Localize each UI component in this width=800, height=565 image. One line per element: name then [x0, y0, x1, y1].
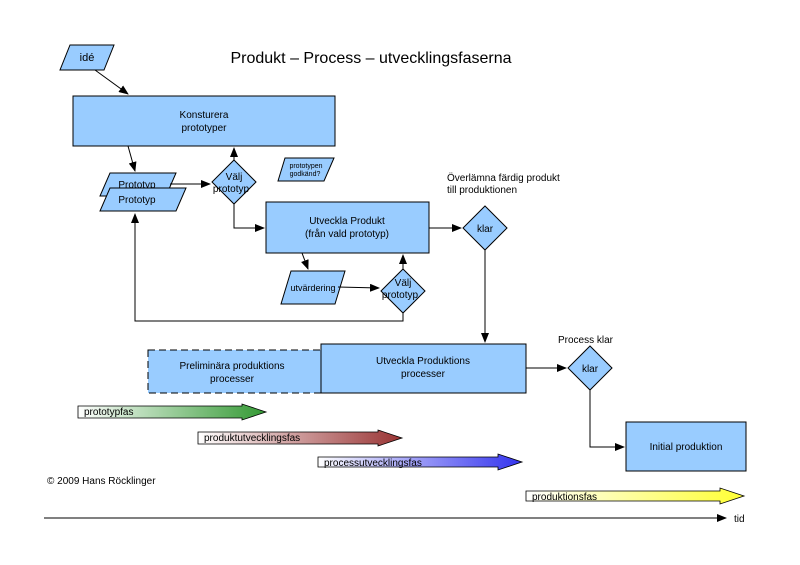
- overlamna-label-1: Överlämna färdig produkt: [447, 172, 560, 184]
- valj-2-label-b: prototyp: [382, 290, 419, 301]
- valj-prototyp-decision-1: Välj prototyp: [211, 159, 257, 205]
- klar-decision-2: klar: [567, 345, 613, 391]
- arrow-valj-to-utveckla: [233, 204, 265, 232]
- prototypen-godkand-node: prototypen godkänd?: [277, 157, 335, 182]
- arrow-klar-to-initial: [589, 390, 625, 451]
- utvardering-node: utvärdering: [280, 270, 346, 305]
- phase-prototypfas-label: prototypfas: [84, 407, 133, 418]
- phase-produktionsfas: produktionsfas: [525, 487, 746, 505]
- arrow-feedback-to-prototyp: [131, 213, 404, 322]
- diagram-title: Produkt – Process – utvecklingsfaserna: [230, 50, 511, 67]
- godkand-label-2: godkänd?: [290, 171, 321, 178]
- initial-produktion-box: Initial produktion: [625, 421, 747, 472]
- arrow-utvardering-to-valj: [337, 283, 380, 292]
- connectors: [94, 69, 625, 451]
- phase-prototypfas: prototypfas: [77, 403, 268, 421]
- arrow-ide-to-konsturera: [94, 69, 129, 95]
- valj-prototyp-decision-2: Välj prototyp: [380, 268, 426, 314]
- konsturera-label-1: Konsturera: [180, 110, 229, 121]
- arrow-utveckla-to-utvardering: [301, 252, 309, 270]
- prelim-label-1: Preliminära produktions: [179, 361, 284, 372]
- klar-decision-1: klar: [462, 205, 508, 251]
- valj-2-label-a: Välj: [395, 278, 412, 289]
- utv-proc-label-1: Utveckla Produktions: [376, 356, 470, 367]
- konsturera-prototyper-box: Konsturera prototyper: [72, 95, 336, 147]
- klar-1-label: klar: [477, 224, 494, 235]
- utveckla-produktions-processer-box: Utveckla Produktions processer: [320, 343, 527, 394]
- godkand-label-1: prototypen: [289, 163, 322, 170]
- copyright-text: © 2009 Hans Röcklinger: [47, 476, 156, 487]
- phase-produktutvecklingsfas: produktutvecklingsfas: [197, 429, 404, 447]
- konsturera-label-2: prototyper: [181, 123, 227, 134]
- process-klar-label: Process klar: [558, 335, 614, 346]
- valj-1-label-b: prototyp: [213, 184, 250, 195]
- ide-label: idé: [80, 52, 95, 64]
- arrow-konsturera-to-prototyp: [127, 145, 137, 172]
- preliminara-processer-box: Preliminära produktions processer: [147, 349, 324, 394]
- utveckla-produkt-label-2: (från vald prototyp): [305, 228, 389, 240]
- initial-label: Initial produktion: [650, 442, 723, 453]
- valj-1-label-a: Välj: [226, 172, 243, 183]
- time-axis-label: tid: [734, 514, 745, 525]
- prototyp-stack: Prototyp Prototyp: [99, 172, 187, 212]
- utvardering-label: utvärdering: [290, 283, 335, 293]
- prototyp-label-1: Prototyp: [118, 180, 156, 191]
- utv-proc-label-2: processer: [401, 369, 446, 380]
- prelim-label-2: processer: [210, 374, 255, 385]
- prototyp-label-2: Prototyp: [118, 195, 156, 206]
- utveckla-produkt-label-1: Utveckla Produkt: [309, 216, 385, 227]
- ide-input-node: idé: [59, 44, 115, 71]
- phase-processutvecklingsfas: processutvecklingsfas: [317, 453, 524, 471]
- klar-2-label: klar: [582, 364, 599, 375]
- phase-produktutvecklingsfas-label: produktutvecklingsfas: [204, 433, 300, 444]
- overlamna-label-2: till produktionen: [447, 185, 517, 196]
- phase-produktionsfas-label: produktionsfas: [532, 492, 597, 503]
- utveckla-produkt-box: Utveckla Produkt (från vald prototyp): [265, 201, 430, 254]
- phase-processutvecklingsfas-label: processutvecklingsfas: [324, 458, 422, 469]
